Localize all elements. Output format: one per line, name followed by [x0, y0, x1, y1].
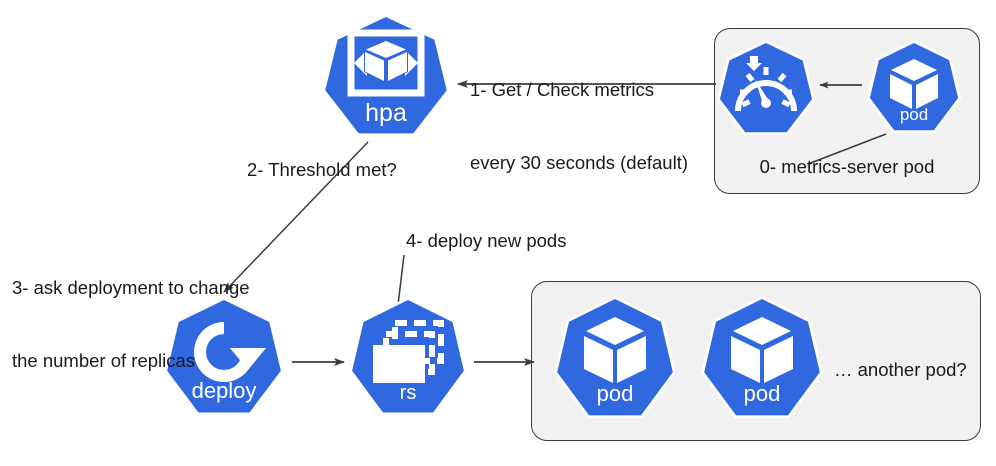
- pod-2-node[interactable]: pod: [704, 299, 820, 416]
- leader-line-step4: [397, 254, 405, 306]
- step-3-label-line-1: 3- ask deployment to change: [12, 276, 250, 298]
- step-1-label: 1- Get / Check metrics every 30 seconds …: [470, 29, 688, 224]
- step-1-label-line-1: 1- Get / Check metrics: [470, 78, 655, 100]
- circular-arrow-icon: [194, 322, 266, 382]
- metrics-pod-node[interactable]: pod: [869, 43, 959, 131]
- metrics-server-group-caption: 0- metrics-server pod: [759, 156, 935, 177]
- scale-horizontal-cube-icon: [347, 29, 425, 97]
- pod-1-node[interactable]: pod: [557, 299, 673, 416]
- stacked-rectangles-icon: [373, 320, 444, 383]
- rs-node[interactable]: rs: [352, 300, 464, 413]
- metrics-server-node[interactable]: [719, 43, 813, 133]
- arrow-hpa-to-deploy: [223, 141, 369, 293]
- gauge-speedometer-icon: [735, 56, 797, 112]
- cube-icon: [890, 59, 938, 109]
- step-2-label: 2- Threshold met?: [247, 159, 397, 180]
- step-1-label-line-2: every 30 seconds (default): [470, 152, 689, 174]
- pod-2-node-label: pod: [743, 381, 781, 406]
- step-3-label-line-2: the number of replicas: [12, 350, 196, 372]
- hpa-node-label: hpa: [365, 99, 407, 127]
- another-pod-label: … another pod?: [834, 359, 967, 380]
- pod-1-node-label: pod: [596, 381, 634, 406]
- hpa-node[interactable]: hpa: [325, 17, 447, 134]
- cube-icon: [731, 317, 793, 383]
- deploy-node-label: deploy: [191, 378, 257, 403]
- cube-icon: [584, 317, 646, 383]
- leader-line-metrics-caption: [807, 133, 887, 165]
- metrics-pod-node-label: pod: [899, 105, 929, 124]
- step-3-label: 3- ask deployment to change the number o…: [12, 227, 250, 422]
- step-4-label: 4- deploy new pods: [406, 230, 567, 251]
- deploy-node[interactable]: deploy: [167, 300, 281, 413]
- rs-node-label: rs: [399, 382, 417, 404]
